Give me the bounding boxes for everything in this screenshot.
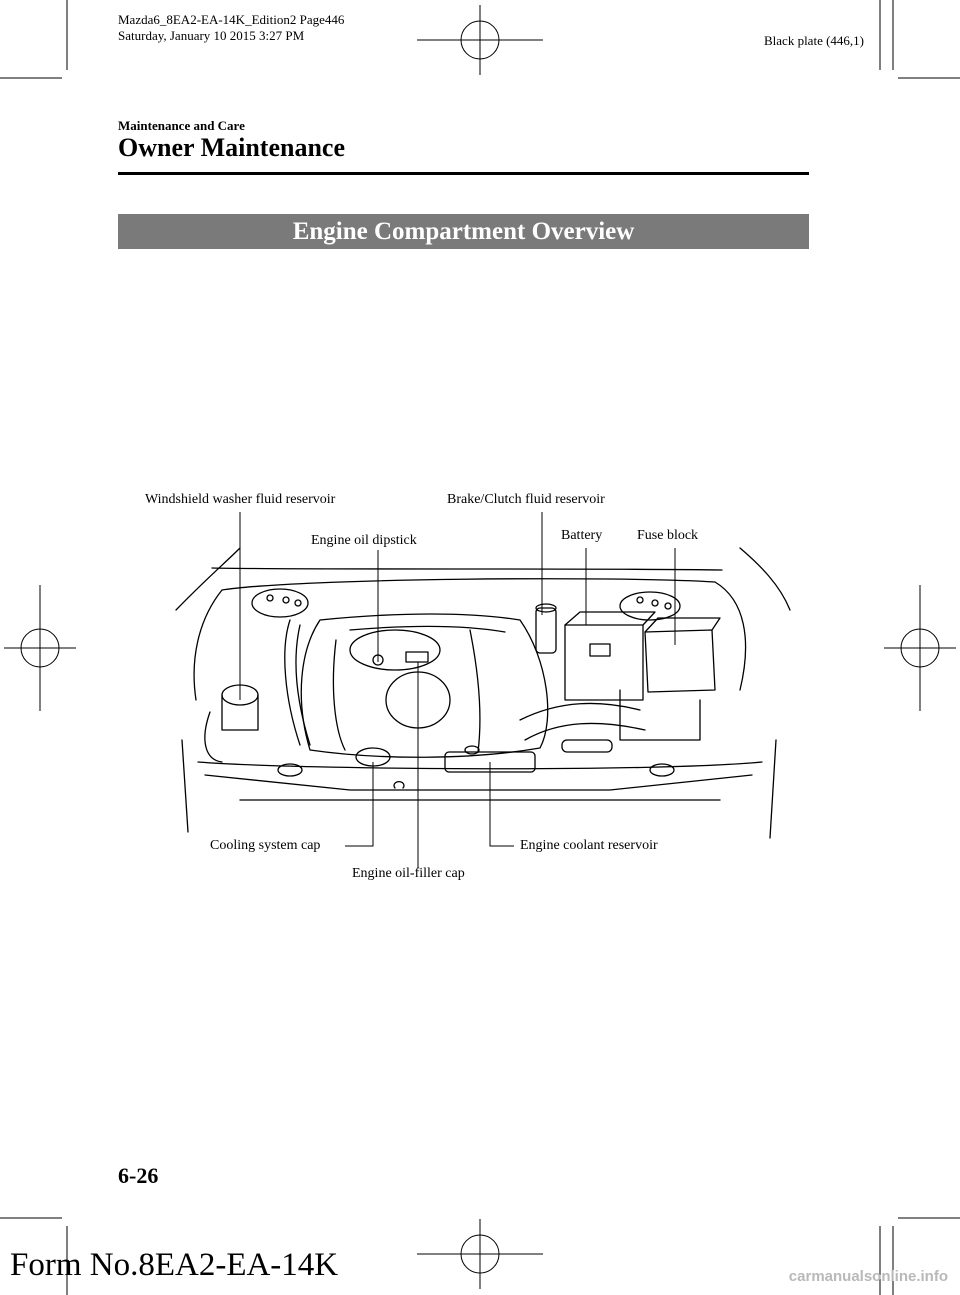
callout-brake-reservoir: Brake/Clutch fluid reservoir — [447, 492, 605, 507]
page-number: 6-26 — [118, 1163, 159, 1188]
callout-washer-reservoir: Windshield washer fluid reservoir — [145, 492, 336, 507]
registration-target-top — [417, 5, 543, 75]
registration-target-bottom — [417, 1219, 543, 1289]
callout-cooling-cap: Cooling system cap — [210, 838, 321, 853]
registration-target-left — [4, 585, 76, 711]
form-number: Form No.8EA2-EA-14K — [10, 1247, 339, 1283]
callout-oil-dipstick: Engine oil dipstick — [311, 533, 417, 548]
callout-fuse-block: Fuse block — [637, 528, 699, 543]
date-line: Saturday, January 10 2015 3:27 PM — [118, 28, 305, 43]
plate-label: Black plate (446,1) — [764, 33, 864, 48]
callout-oil-filler-cap: Engine oil-filler cap — [352, 866, 465, 881]
section-banner: Engine Compartment Overview — [118, 214, 809, 249]
watermark: carmanualsonline.info — [788, 1268, 948, 1285]
callout-battery: Battery — [561, 528, 603, 543]
file-line: Mazda6_8EA2-EA-14K_Edition2 Page446 — [118, 12, 345, 27]
registration-target-right — [884, 585, 956, 711]
title-rule — [118, 172, 809, 175]
callout-coolant-reservoir: Engine coolant reservoir — [520, 838, 658, 853]
leader-lines — [239, 512, 676, 868]
section-label: Maintenance and Care — [118, 118, 245, 133]
print-header: Mazda6_8EA2-EA-14K_Edition2 Page446 Satu… — [118, 12, 344, 44]
page-title: Owner Maintenance — [118, 133, 345, 162]
